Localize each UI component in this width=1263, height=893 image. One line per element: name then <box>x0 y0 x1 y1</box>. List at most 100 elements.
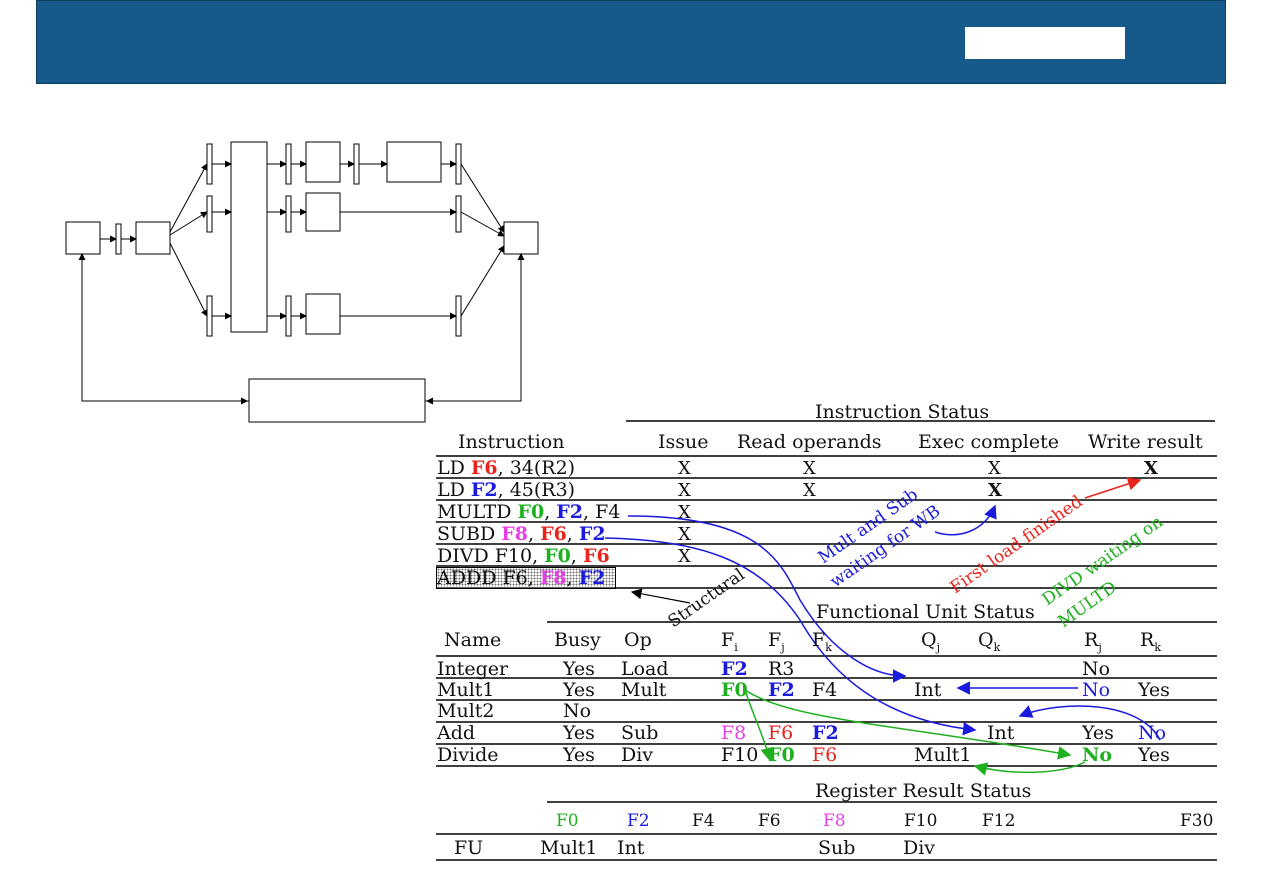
instruction-status-title: Instruction Status <box>815 401 990 423</box>
register-file-box <box>230 141 268 333</box>
fu-box <box>305 141 341 183</box>
col-issue: Issue <box>658 431 709 453</box>
col-qk: Qk <box>978 629 1001 654</box>
instruction-text: DIVD F10, F0, F6 <box>437 545 610 567</box>
issue-box <box>135 221 171 255</box>
col-read-operands: Read operands <box>737 431 882 453</box>
register-fu-value: Sub <box>818 837 856 859</box>
latch <box>455 143 462 185</box>
fu-cell-fj: F2 <box>768 679 795 701</box>
col-name: Name <box>444 629 502 651</box>
latch <box>285 143 292 185</box>
status-mark-issue: X <box>678 546 691 567</box>
register-name: F2 <box>627 811 650 831</box>
col-busy: Busy <box>554 629 601 651</box>
fu-cell-name: Mult2 <box>437 700 495 722</box>
latch <box>206 143 213 185</box>
status-mark-exec: X <box>988 480 1002 501</box>
fu-cell-rj: Yes <box>1082 722 1114 744</box>
arrow-f0-no <box>744 689 1072 760</box>
register-name: F0 <box>556 811 579 831</box>
fu-cell-rk: Yes <box>1138 679 1170 701</box>
col-op: Op <box>624 629 652 651</box>
col-instruction: Instruction <box>458 431 565 453</box>
fu-cell-busy: Yes <box>563 679 595 701</box>
fu-cell-rj: No <box>1082 658 1111 680</box>
register-name: F12 <box>982 811 1016 831</box>
col-fi: Fi <box>721 629 738 654</box>
arrow-wb <box>934 504 997 536</box>
status-mark-exec: X <box>988 458 1001 479</box>
instruction-text: SUBD F8, F6, F2 <box>437 523 606 545</box>
fu-cell-fj: F6 <box>768 722 794 744</box>
col-write-result: Write result <box>1088 431 1203 453</box>
fu-cell-rj: No <box>1082 744 1113 766</box>
fu-cell-rk: No <box>1138 722 1167 744</box>
fu-cell-op: Sub <box>621 722 659 744</box>
col-fj: Fj <box>768 629 785 654</box>
arrow-multd-int <box>627 515 907 683</box>
register-fu-value: Int <box>617 837 645 859</box>
fu-cell-rj: No <box>1082 679 1111 701</box>
latch <box>206 195 213 233</box>
register-name: F10 <box>904 811 938 831</box>
status-mark-read: X <box>803 458 816 479</box>
fu-cell-name: Integer <box>437 658 509 680</box>
fu-cell-name: Divide <box>437 744 499 766</box>
fu-cell-op: Div <box>621 744 654 766</box>
arrow-f0-f0 <box>744 689 774 762</box>
fetch-box <box>65 221 101 255</box>
fu-cell-qj: Mult1 <box>914 744 972 766</box>
instruction-text: MULTD F0, F2, F4 <box>437 501 621 523</box>
col-qj: Qj <box>921 629 940 654</box>
latch <box>455 195 462 233</box>
fu-cell-qk: Int <box>987 722 1015 744</box>
arrow-no-mult1 <box>973 761 1086 776</box>
fu-cell-fj: R3 <box>768 658 795 680</box>
register-name: F8 <box>823 811 846 831</box>
fu-cell-busy: Yes <box>563 658 595 680</box>
title-banner <box>36 0 1226 84</box>
fu-cell-busy: Yes <box>563 744 595 766</box>
register-result-status-title: Register Result Status <box>815 780 1032 802</box>
fu-cell-op: Mult <box>621 679 667 701</box>
status-mark-issue: X <box>678 502 691 523</box>
col-rj: Rj <box>1084 629 1102 654</box>
fu-cell-fk: F2 <box>812 722 839 744</box>
arrow-first-load <box>1084 477 1142 499</box>
register-name: F4 <box>692 811 715 831</box>
fu-cell-fi: F2 <box>721 658 748 680</box>
arrow-subd-int <box>604 537 977 736</box>
register-fu-value: Div <box>903 837 936 859</box>
latch <box>285 295 292 337</box>
fu-row-label: FU <box>454 837 484 859</box>
register-name: F30 <box>1180 811 1214 831</box>
fu-cell-fi: F8 <box>721 722 747 744</box>
register-name: F6 <box>758 811 781 831</box>
fu-cell-op: Load <box>621 658 669 680</box>
latch <box>115 223 122 255</box>
status-mark-issue: X <box>678 524 691 545</box>
latch <box>455 295 462 337</box>
col-rk: Rk <box>1140 629 1161 654</box>
instruction-text: ADDD F6, F8, F2 <box>437 567 606 589</box>
latch <box>353 143 360 185</box>
structural-hazard-box <box>436 567 616 589</box>
fu-cell-qj: Int <box>914 679 942 701</box>
functional-unit-status-title: Functional Unit Status <box>816 601 1035 623</box>
instruction-text: LD F2, 45(R3) <box>437 479 576 501</box>
writeback-box <box>503 221 539 255</box>
latch <box>206 295 213 337</box>
instruction-text: LD F6, 34(R2) <box>437 457 576 479</box>
banner-label-box <box>965 27 1125 59</box>
fu-box <box>386 141 442 183</box>
status-mark-issue: X <box>678 458 691 479</box>
fu-cell-fj: F0 <box>768 744 795 766</box>
status-mark-read: X <box>803 480 816 501</box>
fu-cell-fk: F4 <box>812 679 838 701</box>
scoreboard-box <box>248 378 426 423</box>
arrow-structural <box>630 588 691 604</box>
col-exec-complete: Exec complete <box>918 431 1059 453</box>
status-mark-write: X <box>1144 458 1158 479</box>
